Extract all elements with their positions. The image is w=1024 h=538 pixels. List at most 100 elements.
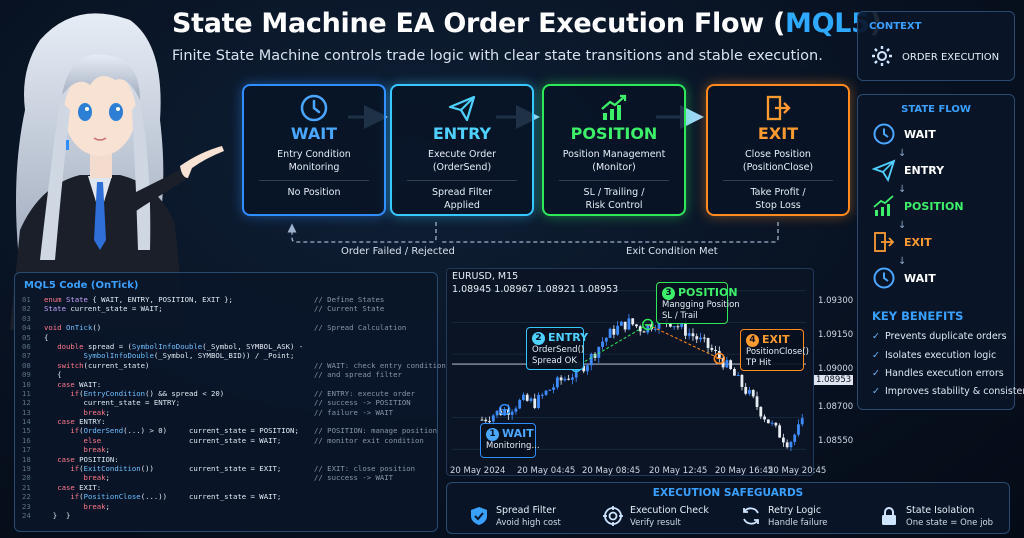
candle-body — [571, 377, 574, 380]
candle-body — [552, 387, 555, 390]
candle-body — [729, 360, 733, 369]
candle-body — [555, 377, 559, 388]
x-tick-label: 20 May 04:45 — [517, 466, 576, 476]
candle-body — [699, 337, 702, 340]
candle-body — [781, 437, 785, 443]
candle-body — [778, 425, 782, 438]
state-flow-title: STATE FLOW — [901, 104, 971, 115]
candle-body — [567, 378, 571, 380]
loop-label-failed: Order Failed / Rejected — [341, 246, 455, 257]
state-box-position: POSITION Position Management(Monitor) SL… — [542, 84, 686, 216]
marker-exit — [713, 352, 726, 365]
flow-down-arrow: ↓ — [898, 184, 907, 195]
y-tick-label: 1.09150 — [818, 330, 854, 340]
exit-door-icon — [766, 95, 791, 121]
title-highlight: MQL5 — [785, 8, 870, 39]
exit-door-icon — [874, 232, 895, 252]
candle-body — [766, 419, 770, 424]
candle-body — [680, 323, 684, 327]
candle-body — [623, 321, 627, 330]
candle-body — [653, 328, 657, 330]
candle-body — [800, 418, 804, 425]
flow-down-arrow: ↓ — [898, 220, 907, 231]
execution-safeguards-panel — [446, 482, 1010, 534]
candle-body — [668, 322, 672, 327]
check-icon: ✓ — [872, 331, 880, 342]
candle-body — [676, 326, 680, 328]
candle-body — [751, 390, 755, 397]
candle-body — [635, 324, 638, 327]
execution-safeguards-title: EXECUTION SAFEGUARDS — [652, 487, 804, 499]
candle-body — [529, 398, 533, 401]
marker-wait — [498, 403, 511, 416]
candle-body — [608, 328, 612, 338]
growth-chart-icon — [873, 195, 894, 216]
candle-body — [582, 365, 586, 372]
candle-body — [687, 333, 691, 336]
candle-body — [646, 324, 650, 333]
candle-body — [518, 399, 522, 409]
chart-ohlc-values: 1.08945 1.08967 1.08921 1.08953 — [452, 284, 619, 295]
candle-body — [503, 409, 507, 415]
candle-body — [797, 424, 800, 435]
candle-body — [684, 323, 687, 336]
target-icon — [603, 506, 623, 526]
candle-body — [638, 326, 642, 332]
divider — [723, 180, 833, 181]
divider — [559, 180, 669, 181]
chart-symbol: EURUSD, M15 — [452, 271, 519, 282]
clock-icon — [873, 123, 895, 145]
candle-body — [559, 377, 563, 381]
candle-body — [706, 338, 710, 348]
benefit-item: ✓Handles execution errors — [872, 368, 1004, 379]
lock-icon — [882, 507, 896, 525]
candle-body — [597, 346, 601, 358]
candle-body — [733, 368, 736, 376]
candle-body — [759, 406, 763, 417]
flow-down-arrow: ↓ — [898, 148, 907, 159]
candle-body — [537, 394, 540, 408]
candle-body — [488, 421, 491, 423]
code-panel-title: MQL5 Code (OnTick) — [24, 280, 139, 291]
code-panel — [14, 272, 438, 532]
candle-body — [514, 408, 518, 412]
state-name: WAIT — [290, 124, 338, 143]
state-name: POSITION — [570, 124, 658, 143]
y-tick-label: 1.08700 — [818, 402, 854, 412]
state-box-entry: ENTRY Execute Order(OrderSend) Spread Fi… — [390, 84, 534, 216]
growth-chart-icon — [601, 94, 627, 120]
candle-body — [755, 396, 759, 407]
candle-body — [691, 333, 695, 337]
shield-icon — [471, 507, 487, 525]
candle-body — [548, 389, 552, 391]
context-panel — [857, 11, 1015, 81]
candle-body — [748, 390, 751, 394]
candle-body — [544, 390, 548, 395]
candle-body — [725, 360, 729, 368]
candle-body — [710, 347, 714, 350]
y-tick-label: 1.09000 — [818, 364, 854, 374]
benefit-item: ✓Prevents duplicate orders — [872, 331, 1007, 342]
candle-body — [714, 349, 717, 352]
divider — [407, 180, 517, 181]
candle-body — [785, 442, 789, 448]
key-benefits-title: KEY BENEFITS — [872, 309, 964, 323]
candle-body — [612, 328, 616, 335]
y-tick-label: 1.09300 — [818, 296, 854, 306]
state-name: ENTRY — [432, 124, 492, 143]
candle-body — [774, 422, 778, 426]
candle-body — [491, 415, 495, 422]
candle-body — [589, 353, 593, 366]
candle-body — [586, 365, 589, 372]
candle-body — [495, 410, 499, 416]
candle-body — [672, 326, 676, 328]
candle-body — [533, 398, 537, 408]
page-subtitle: Finite State Machine controls trade logi… — [172, 48, 823, 64]
candle-body — [770, 422, 774, 424]
state-name: EXIT — [757, 124, 799, 143]
candle-body — [721, 358, 725, 368]
candle-body — [702, 337, 706, 339]
